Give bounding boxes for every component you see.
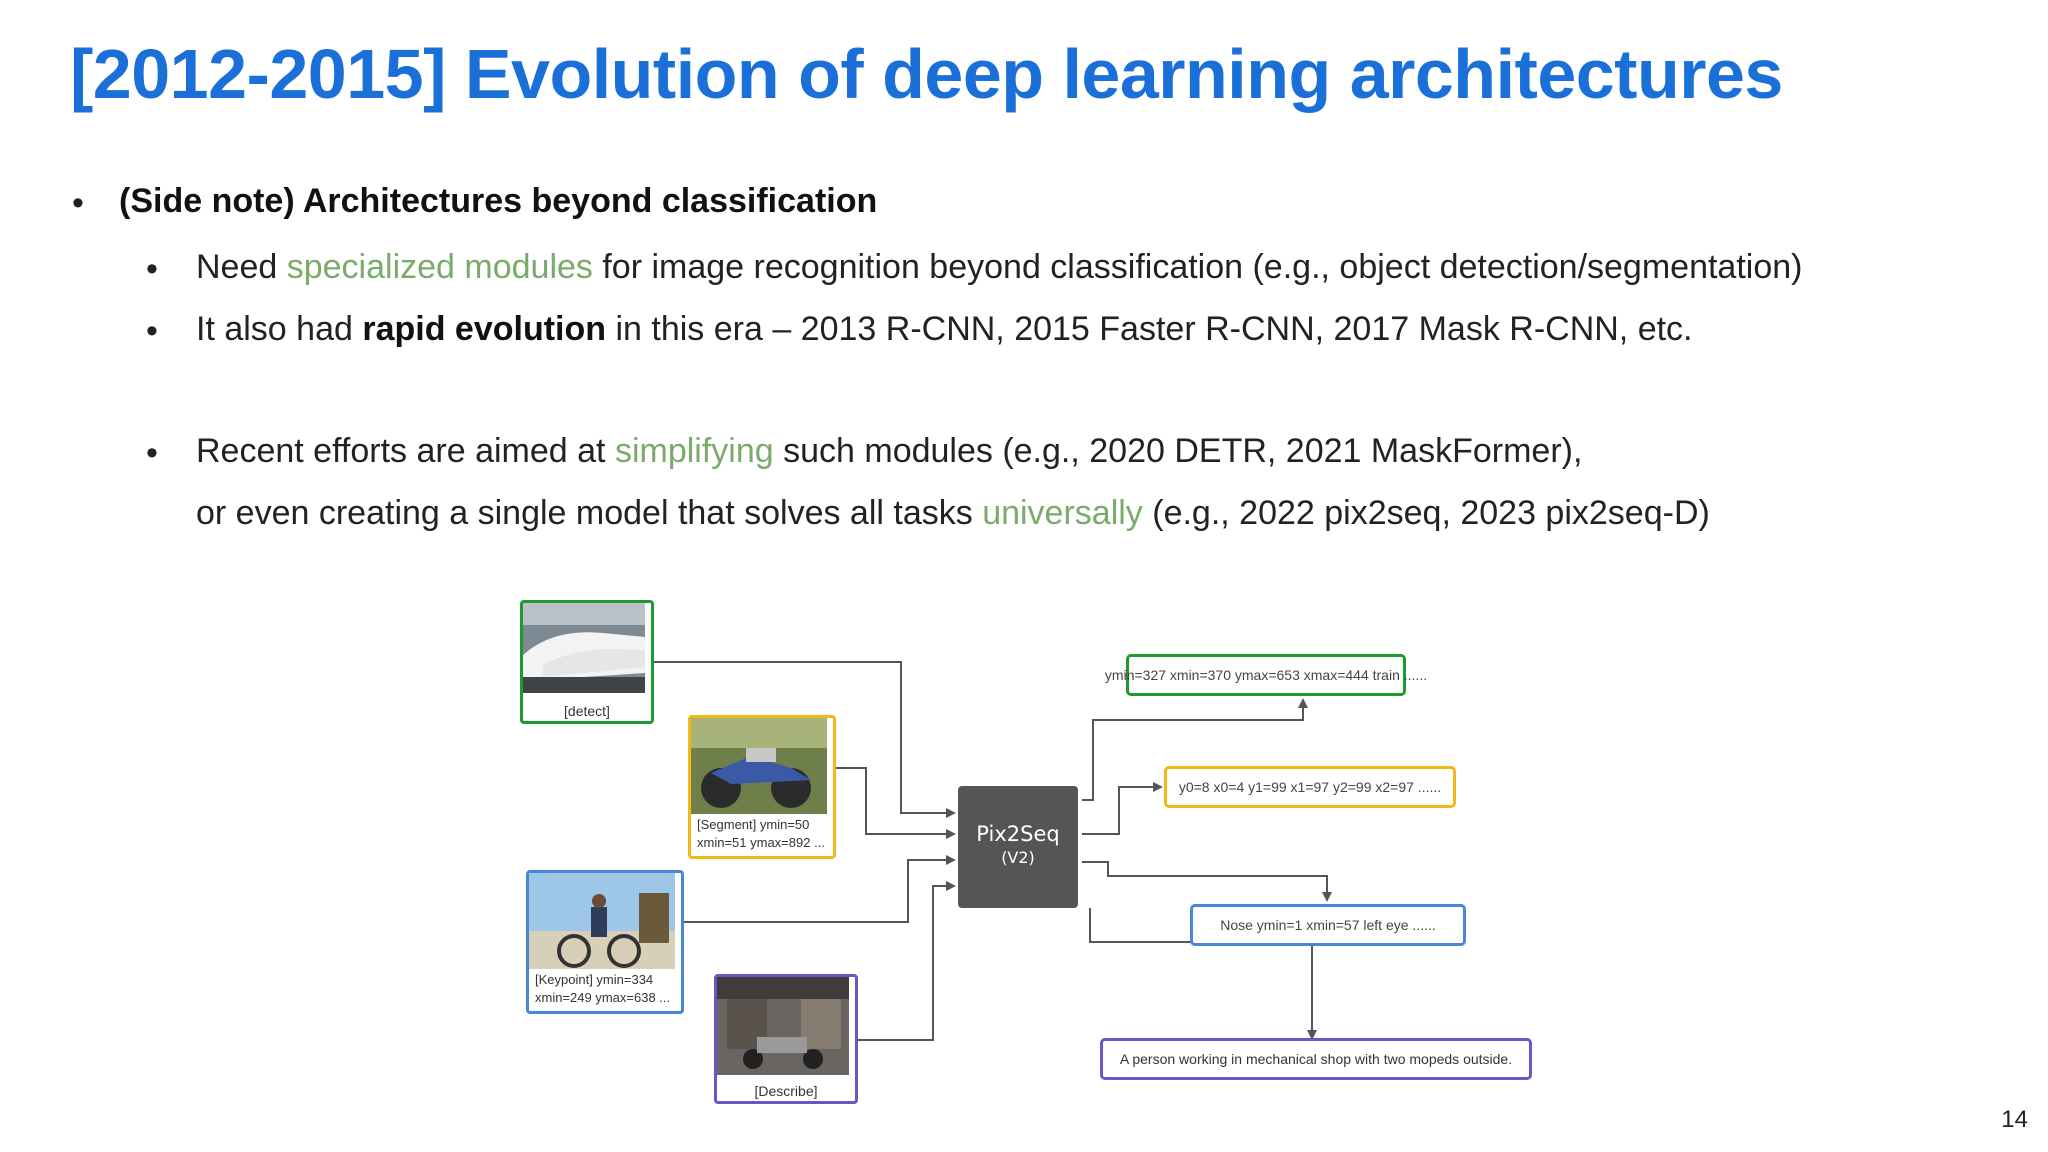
input-keypoint-card: [Keypoint] ymin=334 xmin=249 ymax=638 ..… [526,870,684,1014]
output-segment-box: y0=8 x0=4 y1=99 x1=97 y2=99 x2=97 ...... [1164,766,1456,808]
slide-title: [2012-2015] Evolution of deep learning a… [70,35,1783,113]
pix2seq-model-box: Pix2Seq (V2) [958,786,1078,908]
input-describe-card: [Describe] [714,974,858,1104]
bullet-rapid-evolution: It also had rapid evolution in this era … [196,310,1693,348]
bullet-dot: • [146,312,158,350]
mechanic-shop-photo [717,977,849,1075]
bullet-dot: • [146,250,158,288]
input-detect-card: [detect] [520,600,654,724]
model-name: Pix2Seq [976,822,1060,846]
output-keypoint-box: Nose ymin=1 xmin=57 left eye ...... [1190,904,1466,946]
bullet-specialized-modules: Need specialized modules for image recog… [196,248,1803,286]
train-photo [523,603,645,693]
model-version: (V2) [1001,848,1035,867]
bullet-side-note: (Side note) Architectures beyond classif… [119,182,878,220]
input-segment-card: [Segment] ymin=50 xmin=51 ymax=892 ... [688,715,836,859]
input-describe-label: [Describe] [754,1083,818,1099]
input-keypoint-label: [Keypoint] ymin=334 xmin=249 ymax=638 ..… [535,972,671,1005]
bullet-simplifying: Recent efforts are aimed at simplifying … [196,432,1583,470]
output-detect-box: ymin=327 xmin=370 ymax=653 xmax=444 trai… [1105,654,1427,696]
diagram-arrows [652,661,1332,1041]
cyclist-photo [529,873,675,969]
bullet-dot: • [146,434,158,472]
bullet-universally: or even creating a single model that sol… [196,494,1710,532]
bullet-dot: • [72,184,84,222]
motorcycles-photo [691,718,827,814]
pix2seq-diagram: [detect] [Segment] ymin=50 xmin=51 ymax=… [506,590,1536,1110]
output-describe-box: A person working in mechanical shop with… [1100,1038,1532,1080]
input-segment-label: [Segment] ymin=50 xmin=51 ymax=892 ... [697,817,825,850]
input-detect-label: [detect] [564,703,610,719]
page-number: 14 [2001,1106,2028,1133]
